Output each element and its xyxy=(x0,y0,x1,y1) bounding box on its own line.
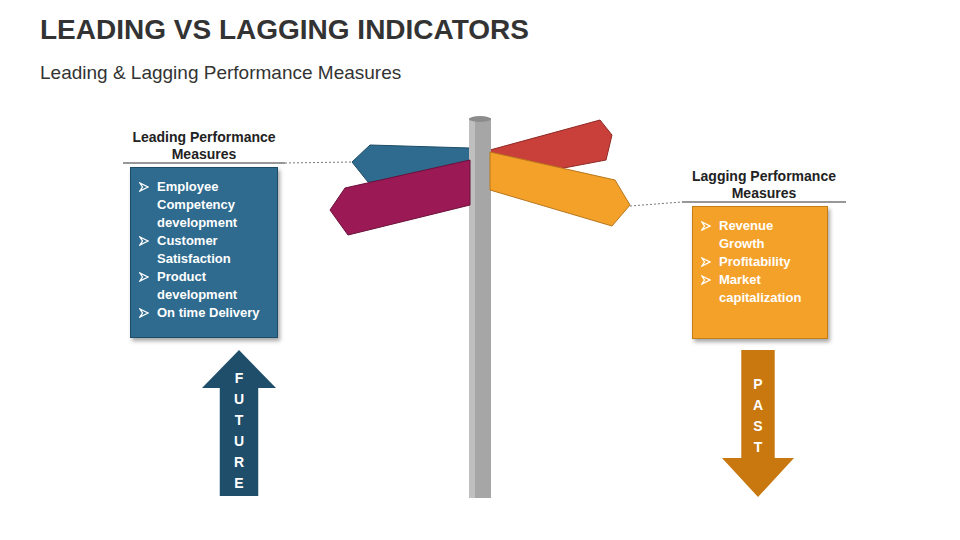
measure-text: Employee Competency development xyxy=(157,178,269,232)
measure-text: Profitability xyxy=(719,253,791,271)
bullet-symbol xyxy=(139,182,149,192)
bullet-item: Employee Competency development xyxy=(139,178,269,232)
sign-pole xyxy=(469,116,491,122)
bullet-symbol xyxy=(701,221,711,231)
arrow-label: FUTURE xyxy=(232,368,246,494)
bullet-item: On time Delivery xyxy=(139,304,269,322)
bullet-item: Customer Satisfaction xyxy=(139,232,269,268)
heading-rule xyxy=(682,201,846,202)
panel-heading: Lagging Performance Measures xyxy=(678,159,850,206)
arrow-outline xyxy=(722,350,794,497)
arrow-label-box: FUTURE xyxy=(202,368,276,494)
measure-text: Customer Satisfaction xyxy=(157,232,269,268)
sign-board xyxy=(490,152,630,226)
measure-text: On time Delivery xyxy=(157,304,260,322)
measure-text: Revenue Growth xyxy=(719,217,819,253)
sign-pole xyxy=(469,118,491,498)
leader-line xyxy=(630,202,682,206)
slide-subtitle: Leading & Lagging Performance Measures xyxy=(40,62,401,84)
direction-arrow: FUTURE xyxy=(202,350,276,496)
measure-text: Market capitalization xyxy=(719,271,819,307)
arrow-label-box: PAST xyxy=(722,374,794,458)
panel-box: Revenue GrowthProfitabilityMarket capita… xyxy=(692,206,828,339)
bullet-item: Profitability xyxy=(701,253,819,271)
bullet-symbol xyxy=(139,236,149,246)
leader-line xyxy=(285,162,352,163)
panel-heading: Leading Performance Measures xyxy=(118,122,290,167)
bullet-item: Revenue Growth xyxy=(701,217,819,253)
measure-text: Product development xyxy=(157,268,269,304)
bullet-symbol xyxy=(701,257,711,267)
bullet-symbol xyxy=(139,308,149,318)
panel-box: Employee Competency developmentCustomer … xyxy=(130,167,278,338)
bullet-symbol xyxy=(139,272,149,282)
slide-title: LEADING VS LAGGING INDICATORS xyxy=(40,14,529,46)
measure-panel: Leading Performance MeasuresEmployee Com… xyxy=(118,122,290,338)
bullet-item: Market capitalization xyxy=(701,271,819,307)
direction-arrow: PAST xyxy=(722,350,794,497)
sign-board xyxy=(330,160,470,235)
arrow-label: PAST xyxy=(751,374,765,458)
bullet-symbol xyxy=(701,275,711,285)
arrow-outline xyxy=(202,350,276,496)
measure-panel: Lagging Performance MeasuresRevenue Grow… xyxy=(678,159,850,339)
bullet-item: Product development xyxy=(139,268,269,304)
heading-rule xyxy=(123,162,285,163)
